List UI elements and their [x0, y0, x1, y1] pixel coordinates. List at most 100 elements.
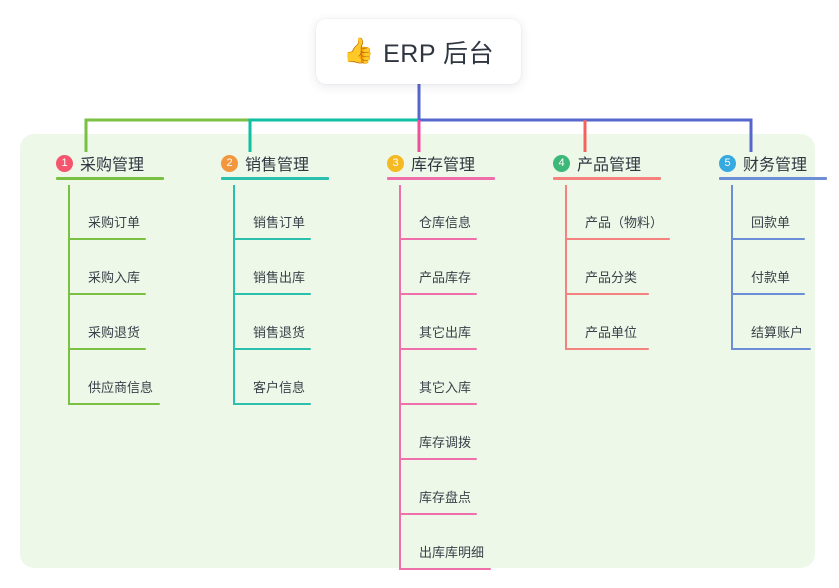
leaf-item-label: 客户信息 — [253, 380, 306, 395]
leaf-item[interactable]: 销售退货 — [233, 295, 311, 350]
branch-header-underline — [221, 177, 329, 180]
leaf-item-label: 库存盘点 — [419, 490, 472, 505]
branch-header-sales[interactable]: 2 销售管理 — [203, 146, 329, 180]
branch-header-purchase[interactable]: 1 采购管理 — [38, 146, 164, 180]
branch-column-purchase: 1 采购管理采购订单采购入库采购退货供应商信息 — [38, 146, 164, 405]
branch-header-label: 财务管理 — [743, 157, 808, 174]
leaf-item[interactable]: 仓库信息 — [399, 185, 477, 240]
branch-leaf-list-inventory: 仓库信息产品库存其它出库其它入库库存调拨库存盘点出库库明细 — [369, 185, 491, 570]
leaf-item-underline — [233, 403, 311, 405]
leaf-item-label: 产品单位 — [585, 325, 638, 340]
leaf-item-underline — [68, 348, 146, 350]
leaf-item-underline — [565, 348, 649, 350]
leaf-item[interactable]: 其它入库 — [399, 350, 477, 405]
branch-spine — [233, 185, 235, 405]
leaf-item-underline — [68, 293, 146, 295]
branch-spine — [399, 185, 401, 570]
leaf-item-label: 销售订单 — [253, 215, 306, 230]
leaf-item-label: 采购入库 — [88, 270, 141, 285]
leaf-item-label: 出库库明细 — [419, 545, 485, 560]
leaf-item-underline — [399, 293, 477, 295]
leaf-item[interactable]: 其它出库 — [399, 295, 477, 350]
leaf-item-label: 产品（物料） — [585, 215, 664, 230]
leaf-item-label: 结算账户 — [751, 325, 804, 340]
leaf-item-label: 供应商信息 — [88, 380, 154, 395]
branch-spine — [565, 185, 567, 350]
leaf-item-underline — [399, 513, 477, 515]
leaf-item-underline — [68, 238, 146, 240]
branch-column-inventory: 3 库存管理仓库信息产品库存其它出库其它入库库存调拨库存盘点出库库明细 — [369, 146, 495, 570]
branch-header-finance[interactable]: 5 财务管理 — [701, 146, 827, 180]
leaf-item-label: 库存调拨 — [419, 435, 472, 450]
branch-column-product: 4 产品管理产品（物料） 产品分类产品单位 — [535, 146, 670, 350]
leaf-item[interactable]: 采购订单 — [68, 185, 146, 240]
leaf-item[interactable]: 库存调拨 — [399, 405, 477, 460]
leaf-item-underline — [399, 238, 477, 240]
leaf-item[interactable]: 库存盘点 — [399, 460, 477, 515]
branch-header-underline — [387, 177, 495, 180]
leaf-item-label: 销售退货 — [253, 325, 306, 340]
branch-header-inventory[interactable]: 3 库存管理 — [369, 146, 495, 180]
leaf-item-label: 回款单 — [751, 215, 791, 230]
leaf-item-label: 采购退货 — [88, 325, 141, 340]
root-node-title: ERP 后台 — [383, 39, 495, 68]
branch-leaf-list-purchase: 采购订单采购入库采购退货供应商信息 — [38, 185, 160, 405]
leaf-item-label: 产品库存 — [419, 270, 472, 285]
branch-header-label: 库存管理 — [411, 157, 476, 174]
leaf-item[interactable]: 产品单位 — [565, 295, 649, 350]
leaf-item-label: 付款单 — [751, 270, 791, 285]
root-node[interactable]: 👍 ERP 后台 — [316, 19, 521, 84]
leaf-item-underline — [233, 238, 311, 240]
leaf-item-label: 采购订单 — [88, 215, 141, 230]
leaf-item-underline — [68, 403, 160, 405]
branch-number-badge: 4 — [553, 154, 570, 172]
leaf-item[interactable]: 采购退货 — [68, 295, 146, 350]
leaf-item[interactable]: 采购入库 — [68, 240, 146, 295]
branch-number-badge: 3 — [387, 154, 404, 172]
leaf-item[interactable]: 产品分类 — [565, 240, 649, 295]
branch-header-underline — [553, 177, 661, 180]
branch-header-label: 产品管理 — [577, 157, 642, 174]
branch-spine — [731, 185, 733, 350]
branch-number-badge: 5 — [719, 154, 736, 172]
leaf-item-underline — [731, 293, 805, 295]
leaf-item-underline — [565, 238, 670, 240]
leaf-item[interactable]: 产品库存 — [399, 240, 477, 295]
branch-header-label: 销售管理 — [245, 157, 310, 174]
leaf-item[interactable]: 客户信息 — [233, 350, 311, 405]
leaf-item-label: 产品分类 — [585, 270, 638, 285]
leaf-item-label: 其它出库 — [419, 325, 472, 340]
leaf-item[interactable]: 产品（物料） — [565, 185, 670, 240]
leaf-item-label: 销售出库 — [253, 270, 306, 285]
branch-number-badge: 2 — [221, 154, 238, 172]
branch-header-underline — [719, 177, 827, 180]
leaf-item-underline — [399, 403, 477, 405]
branch-header-underline — [56, 177, 164, 180]
branch-header-product[interactable]: 4 产品管理 — [535, 146, 661, 180]
leaf-item[interactable]: 出库库明细 — [399, 515, 491, 570]
leaf-item-underline — [233, 293, 311, 295]
leaf-item-underline — [233, 348, 311, 350]
leaf-item-underline — [399, 348, 477, 350]
leaf-item[interactable]: 回款单 — [731, 185, 807, 240]
branch-leaf-list-product: 产品（物料） 产品分类产品单位 — [535, 185, 670, 350]
branch-column-finance: 5 财务管理回款单付款单结算账户 — [701, 146, 827, 350]
leaf-item[interactable]: 销售出库 — [233, 240, 311, 295]
diagram-background-panel — [20, 134, 815, 568]
leaf-item[interactable]: 销售订单 — [233, 185, 311, 240]
branch-header-label: 采购管理 — [80, 157, 145, 174]
leaf-item[interactable]: 供应商信息 — [68, 350, 160, 405]
leaf-item-label: 仓库信息 — [419, 215, 472, 230]
leaf-item-underline — [399, 568, 491, 570]
leaf-item[interactable]: 结算账户 — [731, 295, 811, 350]
thumbs-up-icon: 👍 — [342, 37, 375, 65]
branch-leaf-list-sales: 销售订单销售出库销售退货客户信息 — [203, 185, 311, 405]
leaf-item-underline — [731, 238, 805, 240]
leaf-item-label: 其它入库 — [419, 380, 472, 395]
branch-spine — [68, 185, 70, 405]
leaf-item-underline — [565, 293, 649, 295]
leaf-item-underline — [399, 458, 477, 460]
branch-number-badge: 1 — [56, 154, 73, 172]
leaf-item[interactable]: 付款单 — [731, 240, 807, 295]
